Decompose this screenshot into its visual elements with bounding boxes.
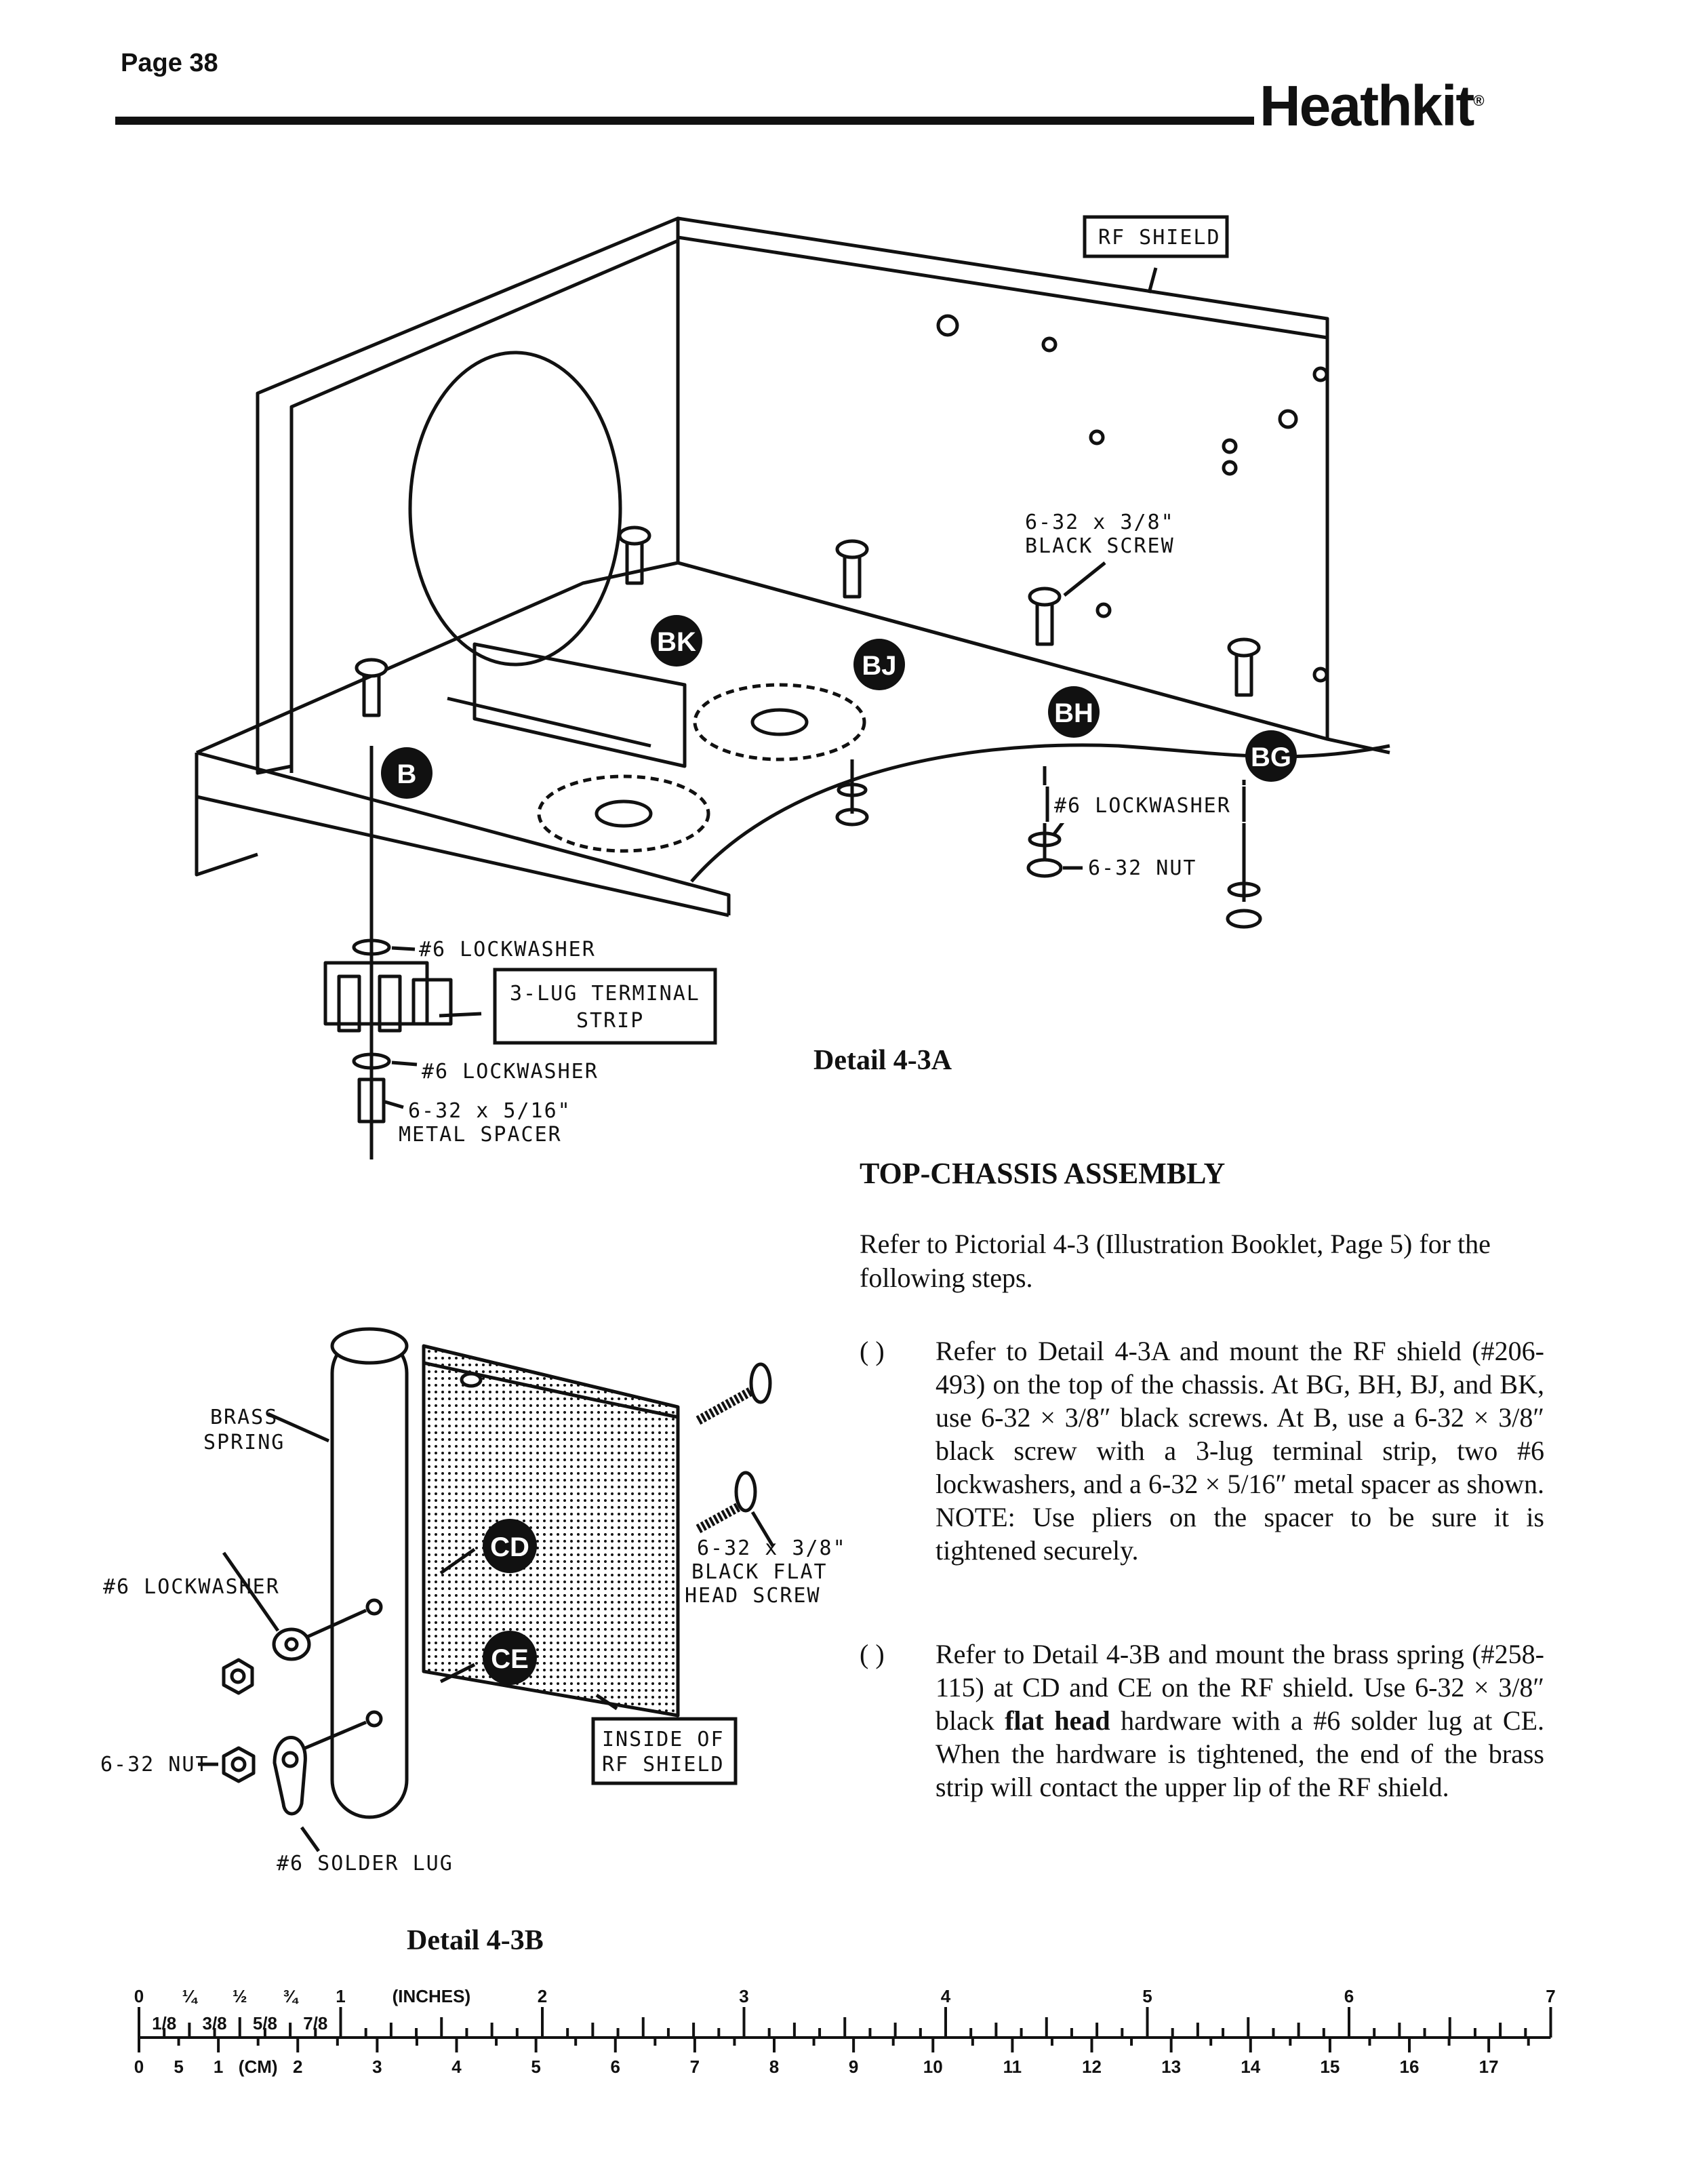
mark-bk: BK (657, 627, 696, 657)
intro-paragraph: Refer to Pictorial 4-3 (Illustration Boo… (860, 1229, 1491, 1293)
ruler-inch-label: ¾ (283, 1986, 299, 2006)
step-text-part1: Refer to Detail 4-3B and mount the brass… (935, 1639, 1544, 1736)
step-checkbox[interactable]: ( ) (860, 1336, 885, 1366)
ruler-cm-label: 7 (690, 2057, 700, 2077)
inside-shield-label-line2: RF SHIELD (602, 1753, 725, 1776)
metal-spacer-label-line1: 6-32 x 5/16" (408, 1099, 571, 1123)
ruler-cm-label: 14 (1241, 2057, 1260, 2077)
detail-4-3a-illustration: RF SHIELD 6-32 x 3/8" BLACK SCREW #6 LOC… (195, 215, 1390, 1159)
ruler-cm-label: 5 (531, 2057, 540, 2077)
mark-cd: CD (490, 1532, 529, 1562)
ruler-fraction-label: 3/8 (202, 2013, 226, 2033)
mark-bg: BG (1251, 742, 1291, 772)
ruler-cm-label: 10 (923, 2057, 943, 2077)
lockwasher-top-label: #6 LOCKWASHER (419, 938, 596, 961)
ruler-inch-label: 5 (1142, 1986, 1152, 2006)
ruler-cm-label: 3 (372, 2057, 382, 2077)
black-screw-label-line1: 6-32 x 3/8" (1025, 511, 1175, 534)
ruler-inch-label: 6 (1344, 1986, 1354, 2006)
step-mount-rf-shield: ( ) Refer to Detail 4-3A and mount the R… (860, 1334, 1544, 1619)
ruler-fraction-label: 7/8 (303, 2013, 327, 2033)
ruler-cm-label: 16 (1400, 2057, 1420, 2077)
ruler-cm-label: 9 (849, 2057, 858, 2077)
ruler-inch-label: 2 (538, 1986, 547, 2006)
brand-registered-mark: ® (1473, 92, 1484, 109)
ruler-cm-label: 6 (611, 2057, 620, 2077)
nut-right-label: 6-32 NUT (1088, 856, 1197, 880)
flat-head-screw-label-line1: 6-32 x 3/8" (697, 1536, 847, 1560)
ruler-cm-label: 11 (1003, 2057, 1022, 2077)
step-checkbox[interactable]: ( ) (860, 1639, 885, 1669)
ruler-cm-label: 1 (214, 2057, 223, 2077)
terminal-strip-label-line1: 3-LUG TERMINAL (510, 982, 700, 1006)
ruler-fraction-label: 1/8 (152, 2013, 176, 2033)
nut-b-label: 6-32 NUT (100, 1753, 209, 1776)
header-rule (115, 117, 1254, 125)
ruler-inch-label: 0 (134, 1986, 144, 2006)
black-screw-label-line2: BLACK SCREW (1025, 534, 1175, 558)
ruler-cm-label: 13 (1161, 2057, 1181, 2077)
ruler-inches-unit: (INCHES) (393, 1986, 471, 2006)
ruler-cm-label: 4 (451, 2057, 462, 2077)
ruler-cm-label: 0 (134, 2057, 144, 2077)
flat-head-screw-label-line2: BLACK FLAT (691, 1560, 828, 1584)
mark-ce: CE (491, 1644, 529, 1674)
step-text-part2: hardware with a #6 solder lug at CE. Whe… (935, 1705, 1545, 1802)
lockwasher-b-label: #6 LOCKWASHER (103, 1575, 280, 1599)
lockwasher-bottom-label: #6 LOCKWASHER (422, 1060, 599, 1084)
ruler-inch-label: 7 (1546, 1986, 1555, 2006)
ruler-inch-label: ¼ (182, 1986, 199, 2006)
page-number: Page 38 (121, 49, 218, 77)
ruler-inch-label: 3 (739, 1986, 748, 2006)
ruler-fraction-label: 5/8 (253, 2013, 277, 2033)
inside-shield-label-line1: INSIDE OF (602, 1728, 725, 1751)
ruler-cm-label: 17 (1479, 2057, 1499, 2077)
brand-name: Heathkit (1260, 74, 1474, 138)
mark-bh: BH (1054, 698, 1093, 728)
detail-4-3b-illustration: BRASS SPRING #6 LOCKWASHER 6-32 NUT #6 S… (100, 1327, 847, 1875)
ruler-inch-label: 4 (941, 1986, 951, 2006)
flat-head-screw-label-line3: HEAD SCREW (685, 1584, 821, 1608)
mark-bj: BJ (862, 651, 896, 681)
brand-logo: Heathkit® (1260, 73, 1485, 139)
rf-shield-label: RF SHIELD (1098, 226, 1221, 250)
ruler-cm-label: 12 (1082, 2057, 1102, 2077)
metal-spacer-label-line2: METAL SPACER (399, 1123, 562, 1147)
step-mount-brass-spring: ( ) Refer to Detail 4-3B and mount the b… (860, 1637, 1544, 1882)
ruler-cm-unit: (CM) (239, 2057, 278, 2077)
step-text-bold: flat head (1005, 1705, 1110, 1736)
step-text: Refer to Detail 4-3A and mount the RF sh… (935, 1336, 1544, 1566)
step-text: Refer to Detail 4-3B and mount the brass… (935, 1637, 1544, 1804)
detail-4-3b-caption: Detail 4-3B (407, 1925, 544, 1956)
detail-4-3a-caption: Detail 4-3A (813, 1045, 952, 1076)
ruler-cm-label: 5 (174, 2057, 183, 2077)
section-title: TOP-CHASSIS ASSEMBLY (860, 1157, 1226, 1190)
terminal-strip-label-line2: STRIP (576, 1009, 644, 1033)
ruler-cm-label: 8 (769, 2057, 779, 2077)
mark-b: B (397, 759, 417, 789)
lockwasher-right-label: #6 LOCKWASHER (1054, 794, 1231, 818)
ruler-cm-label: 15 (1320, 2057, 1340, 2077)
ruler-cm-label: 2 (293, 2057, 302, 2077)
ruler-inch-label: 1 (336, 1986, 345, 2006)
brass-spring-label-line2: SPRING (203, 1431, 285, 1454)
brass-spring-label-line1: BRASS (210, 1406, 278, 1429)
solder-lug-label: #6 SOLDER LUG (277, 1852, 454, 1875)
ruler-inch-label: ½ (233, 1986, 247, 2006)
